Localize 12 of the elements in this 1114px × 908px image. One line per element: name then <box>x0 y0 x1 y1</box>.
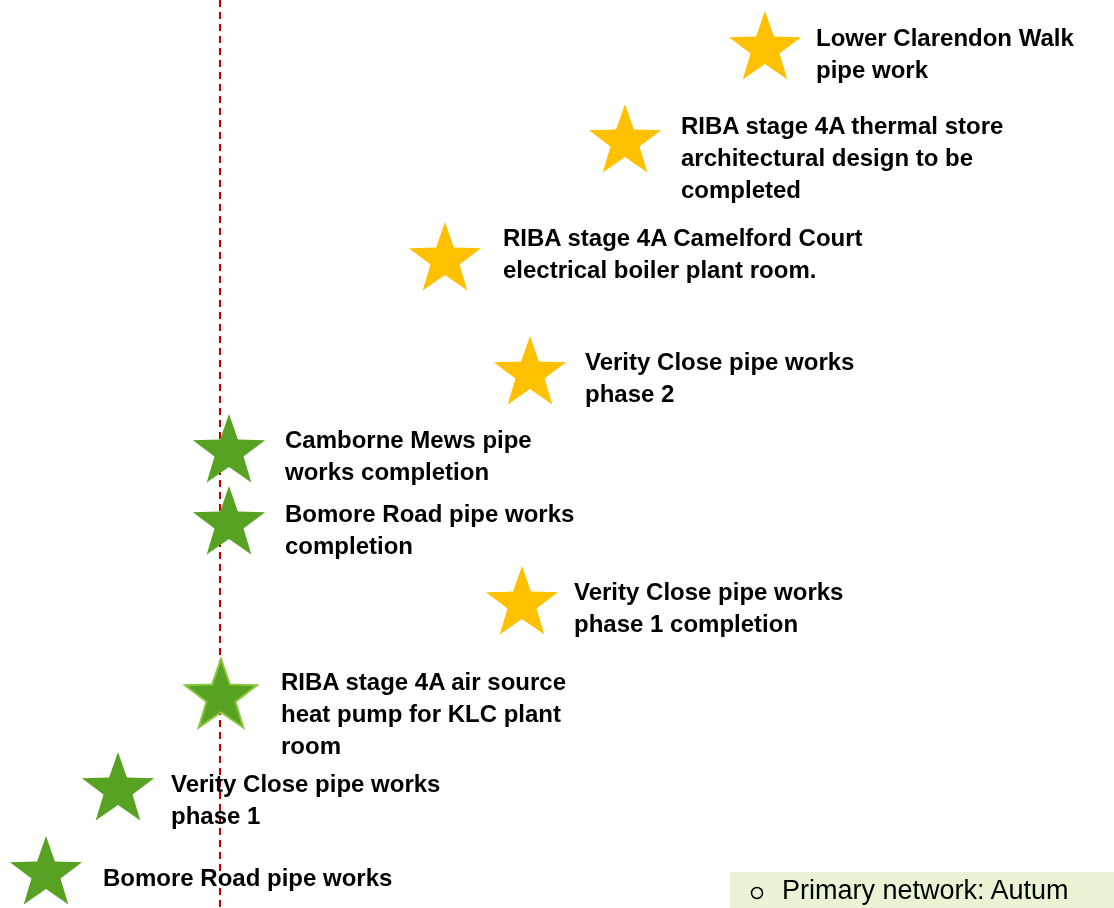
milestone-label: Verity Close pipe works phase 1 completion <box>574 577 845 639</box>
milestone-label: RIBA stage 4A thermal store architectural design to be completed <box>681 111 1005 205</box>
note-panel <box>730 872 1114 908</box>
milestone-label: Lower Clarendon Walk pipe work <box>816 23 1075 85</box>
milestone-label: Bomore Road pipe works completion <box>285 499 576 561</box>
milestone-label: Verity Close pipe works phase 1 <box>171 769 442 831</box>
note-text: Primary network: Autum <box>782 874 1069 906</box>
milestone-label: Camborne Mews pipe works completion <box>285 425 533 487</box>
milestone-label: RIBA stage 4A air source heat pump for KLC plant room <box>281 667 567 761</box>
milestone-label: Verity Close pipe works phase 2 <box>585 347 856 409</box>
milestone-label: RIBA stage 4A Camelford Court electrical boiler plant room. <box>503 223 863 285</box>
milestone-label: Bomore Road pipe works <box>103 863 394 893</box>
